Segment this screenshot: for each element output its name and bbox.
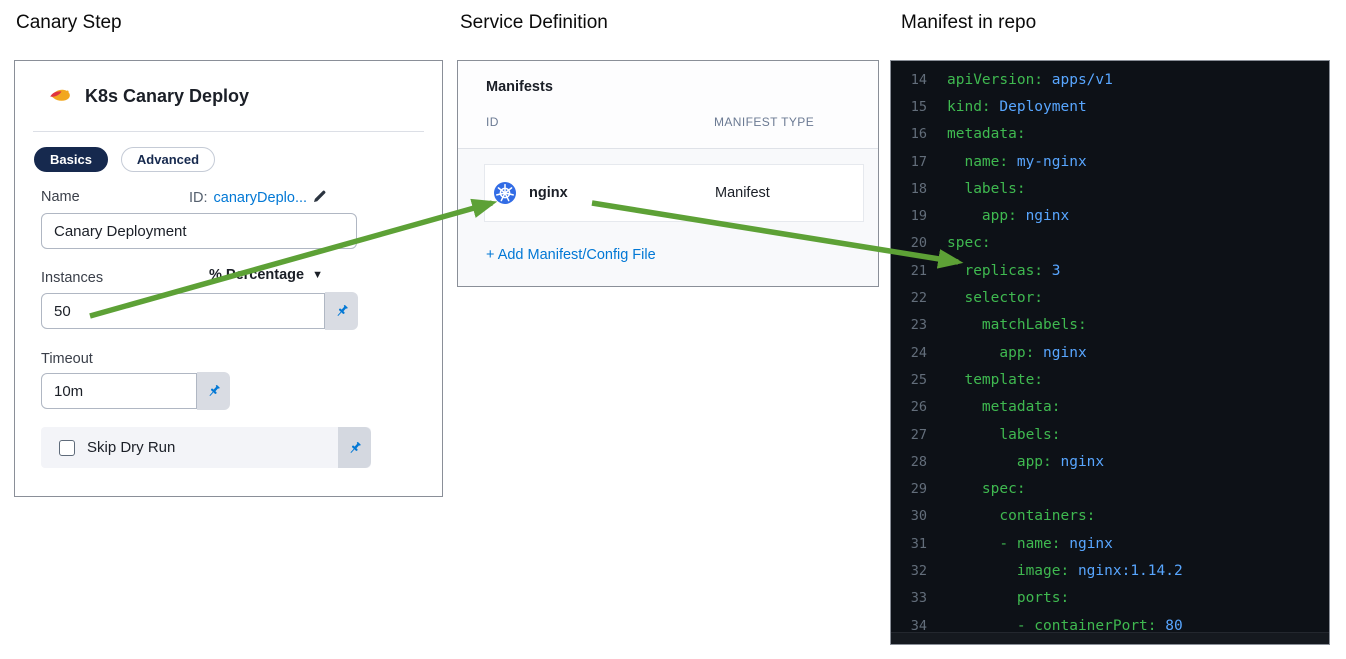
instances-unit-select[interactable]: % Percentage ▼ xyxy=(209,267,323,283)
tab-basics[interactable]: Basics xyxy=(34,147,108,172)
column-header-id: ID xyxy=(486,115,499,129)
name-input[interactable] xyxy=(41,213,357,249)
code-line: 18 labels: xyxy=(910,180,1026,197)
code-line: 34 - containerPort: 80 xyxy=(910,617,1183,634)
name-label: Name xyxy=(41,189,80,205)
manifest-type-cell: Manifest xyxy=(715,185,770,201)
skip-dry-run-checkbox[interactable] xyxy=(59,439,75,456)
skip-dry-run-pin-button[interactable] xyxy=(338,427,371,468)
code-line: 30 containers: xyxy=(910,508,1096,525)
editor-bottom-strip xyxy=(891,632,1329,644)
code-line: 31 - name: nginx xyxy=(910,535,1113,552)
chevron-down-icon: ▼ xyxy=(312,269,323,281)
skip-dry-run-label: Skip Dry Run xyxy=(87,439,176,456)
add-manifest-link[interactable]: + Add Manifest/Config File xyxy=(486,247,656,263)
edit-pencil-icon[interactable] xyxy=(313,189,327,207)
column-header-manifest-type: MANIFEST TYPE xyxy=(714,115,815,129)
timeout-pin-button[interactable] xyxy=(197,372,230,410)
step-title: K8s Canary Deploy xyxy=(85,86,250,106)
code-line: 19 app: nginx xyxy=(910,208,1070,225)
code-line: 17 name: my-nginx xyxy=(910,153,1087,170)
manifest-in-repo-title: Manifest in repo xyxy=(901,12,1037,33)
code-line: 23 matchLabels: xyxy=(910,317,1087,334)
id-link[interactable]: canaryDeplo... xyxy=(213,190,308,206)
instances-pin-button[interactable] xyxy=(325,292,358,330)
pin-icon xyxy=(209,385,220,396)
tab-advanced[interactable]: Advanced xyxy=(120,147,216,172)
manifests-header: Manifests xyxy=(486,79,553,95)
instances-input[interactable] xyxy=(41,293,325,329)
instances-label: Instances xyxy=(41,270,104,286)
divider xyxy=(33,131,424,132)
manifest-id-cell: nginx xyxy=(529,185,568,201)
id-prefix: ID: xyxy=(189,190,208,206)
pin-icon xyxy=(350,441,361,453)
service-definition-panel: Manifests ID MANIFEST TYPE xyxy=(457,60,879,287)
code-line: 24 app: nginx xyxy=(910,344,1087,361)
kubernetes-icon xyxy=(493,181,517,205)
manifest-table-row[interactable]: nginx Manifest xyxy=(484,164,864,222)
timeout-label: Timeout xyxy=(41,351,93,367)
code-line: 28 app: nginx xyxy=(910,453,1105,470)
code-line: 33 ports: xyxy=(910,590,1070,607)
canary-bird-icon xyxy=(49,83,75,110)
code-line: 29 spec: xyxy=(910,481,1026,498)
canary-step-title: Canary Step xyxy=(16,12,122,33)
table-band: nginx Manifest + Add Manifest/Config Fil… xyxy=(458,149,878,286)
canary-step-panel: K8s Canary Deploy Basics Advanced Name I… xyxy=(14,60,443,497)
timeout-input[interactable] xyxy=(41,373,197,409)
code-line: 32 image: nginx:1.14.2 xyxy=(910,562,1183,579)
code-line: 27 labels: xyxy=(910,426,1061,443)
code-line: 26 metadata: xyxy=(910,399,1061,416)
service-definition-title: Service Definition xyxy=(460,12,608,33)
instances-unit-label: % Percentage xyxy=(209,267,305,283)
code-line: 25 template: xyxy=(910,371,1044,388)
pin-icon xyxy=(337,305,348,316)
skip-dry-run-row: Skip Dry Run xyxy=(41,427,371,468)
code-line: 22 selector: xyxy=(910,290,1044,307)
code-line: 21 replicas: 3 xyxy=(910,262,1061,279)
divider xyxy=(458,148,878,149)
